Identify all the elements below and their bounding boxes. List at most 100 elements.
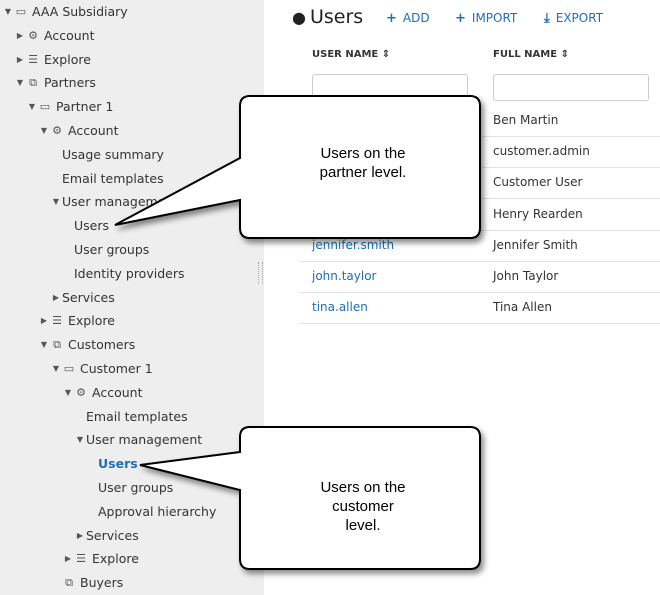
tree-item-aaa-subsidiary[interactable]: ▼▭AAA Subsidiary bbox=[2, 0, 128, 24]
tree-item-customers[interactable]: ▼⧉Customers bbox=[38, 333, 135, 357]
tree-item-explore[interactable]: ▶ ☰ Explore bbox=[14, 48, 91, 72]
tree-item-user-management[interactable]: ▼User management bbox=[74, 428, 202, 452]
table-row: john.taylor John Taylor bbox=[300, 261, 660, 293]
tree-item-label: Account bbox=[92, 384, 143, 400]
plus-icon: + bbox=[455, 11, 466, 26]
full-name-cell: Jennifer Smith bbox=[493, 237, 578, 252]
caret-right-icon[interactable]: ▶ bbox=[76, 530, 84, 540]
full-name-filter-input[interactable] bbox=[493, 74, 649, 101]
tree-item-label: Customer 1 bbox=[80, 361, 153, 376]
tree-item-label: User groups bbox=[98, 480, 174, 495]
tree-item-label: Services bbox=[86, 527, 139, 543]
tree-item-label: Usage summary bbox=[62, 146, 164, 162]
plus-icon: + bbox=[386, 11, 397, 26]
tree-item-label: Partner 1 bbox=[56, 99, 114, 115]
list-icon: ☰ bbox=[28, 52, 38, 66]
caret-down-icon[interactable]: ▼ bbox=[52, 364, 60, 373]
tree-item-user-groups[interactable]: User groups bbox=[98, 476, 173, 500]
tree-item-usage-summary[interactable]: Usage summary bbox=[62, 143, 164, 167]
caret-down-icon[interactable]: ▼ bbox=[16, 78, 24, 88]
caret-down-icon[interactable]: ▼ bbox=[28, 102, 36, 112]
callout-customer bbox=[139, 426, 481, 570]
full-name-cell: customer.admin bbox=[493, 144, 590, 159]
tree-item-identity-providers[interactable]: Identity providers bbox=[74, 262, 184, 286]
page-title: ●Users bbox=[292, 6, 364, 28]
tree-item-label: Customers bbox=[68, 337, 136, 353]
sidebar-resize-handle[interactable] bbox=[258, 262, 263, 284]
tree-item-partner-1[interactable]: ▼▭ Partner 1 bbox=[26, 95, 113, 119]
column-header-user-name[interactable]: USER NAME ⇕ bbox=[312, 49, 391, 60]
caret-down-icon[interactable]: ▼ bbox=[52, 197, 60, 207]
table-row: jennifer.smith Jennifer Smith bbox=[300, 230, 660, 262]
full-name-cell: Ben Martin bbox=[493, 113, 559, 127]
tree-item-label: User management bbox=[86, 432, 203, 448]
tree-item-label: Email templates bbox=[86, 408, 188, 424]
window-icon: ▭ bbox=[63, 362, 75, 375]
tree-item-partners[interactable]: ▼⧉Partners bbox=[14, 71, 96, 95]
callout-partner bbox=[114, 95, 481, 239]
user-icon: ● bbox=[292, 7, 306, 27]
add-button[interactable]: +ADD bbox=[386, 11, 430, 26]
tree-item-services[interactable]: ▶Services bbox=[50, 286, 115, 310]
tree-item-users[interactable]: Users bbox=[74, 214, 109, 238]
sort-icon: ⇕ bbox=[560, 49, 569, 60]
tree-item-label: Account bbox=[44, 27, 95, 43]
caret-down-icon[interactable]: ▼ bbox=[40, 126, 48, 135]
users-panel: ●Users +ADD +IMPORT ⤓EXPORT USER NAME ⇕ … bbox=[264, 0, 660, 595]
caret-down-icon[interactable]: ▼ bbox=[40, 340, 48, 350]
caret-right-icon[interactable]: ▶ bbox=[40, 316, 48, 326]
tree-item-user-groups[interactable]: User groups bbox=[74, 238, 149, 262]
tree-item-email-templates[interactable]: Email templates bbox=[86, 405, 188, 429]
tree-item-label: Services bbox=[62, 289, 115, 305]
table-row: tina.allen Tina Allen bbox=[300, 292, 660, 325]
tree-item-explore[interactable]: ▶☰Explore bbox=[62, 547, 139, 571]
user-name-link[interactable]: john.taylor bbox=[312, 269, 377, 283]
tree-item-label: Explore bbox=[68, 313, 115, 329]
caret-right-icon[interactable]: ▶ bbox=[52, 292, 60, 302]
caret-right-icon[interactable]: ▶ bbox=[16, 30, 24, 40]
tree-item-label: Identity providers bbox=[74, 265, 185, 281]
navigation-tree: ▼▭AAA Subsidiary▶⚙Account▶☰Explore▼⧉Part… bbox=[0, 0, 264, 595]
caret-down-icon[interactable]: ▼ bbox=[76, 435, 84, 445]
caret-down-icon[interactable]: ▼ bbox=[64, 387, 72, 397]
tree-item-label: User groups bbox=[74, 242, 150, 257]
column-header-full-name[interactable]: FULL NAME ⇕ bbox=[493, 49, 569, 60]
sort-icon: ⇕ bbox=[381, 49, 391, 60]
list-icon: ☰ bbox=[76, 552, 86, 566]
tree-item-label: Users bbox=[74, 218, 110, 234]
full-name-cell: Customer User bbox=[493, 175, 583, 190]
import-button[interactable]: +IMPORT bbox=[455, 11, 518, 26]
caret-down-icon[interactable]: ▼ bbox=[4, 7, 12, 16]
tree-item-services[interactable]: ▶Services bbox=[74, 524, 139, 548]
export-button[interactable]: ⤓EXPORT bbox=[544, 11, 604, 26]
list-icon: ☰ bbox=[52, 314, 62, 328]
tree-item-email-templates[interactable]: Email templates bbox=[62, 167, 164, 191]
full-name-cell: Henry Rearden bbox=[493, 206, 583, 221]
windows-icon: ⧉ bbox=[65, 576, 73, 590]
user-name-link[interactable]: jennifer.smith bbox=[312, 237, 395, 252]
tree-item-account[interactable]: ▼ ⚙ Account bbox=[62, 381, 143, 405]
full-name-cell: John Taylor bbox=[493, 269, 559, 283]
tree-item-buyers[interactable]: ⧉ Buyers bbox=[62, 571, 123, 595]
tree-item-label: Email templates bbox=[62, 170, 164, 186]
tree-item-users[interactable]: Users bbox=[98, 452, 138, 476]
window-icon: ▭ bbox=[39, 100, 51, 114]
tree-item-label: Partners bbox=[44, 75, 96, 91]
full-name-cell: Tina Allen bbox=[493, 300, 552, 315]
user-name-link[interactable]: tina.allen bbox=[312, 300, 368, 315]
download-icon: ⤓ bbox=[544, 11, 550, 26]
caret-right-icon[interactable]: ▶ bbox=[16, 54, 24, 64]
tree-item-account[interactable]: ▶ ⚙ Account bbox=[14, 24, 95, 48]
tree-item-approval-hierarchy[interactable]: Approval hierarchy bbox=[98, 500, 216, 524]
tree-item-label: Approval hierarchy bbox=[98, 503, 217, 519]
gear-icon: ⚙ bbox=[76, 385, 86, 399]
tree-item-label: Buyers bbox=[80, 575, 124, 591]
tree-item-explore[interactable]: ▶ ☰ Explore bbox=[38, 309, 115, 333]
tree-item-label: AAA Subsidiary bbox=[32, 4, 128, 19]
gear-icon: ⚙ bbox=[28, 28, 38, 42]
caret-right-icon[interactable]: ▶ bbox=[64, 554, 72, 564]
tree-item-label: Explore bbox=[44, 51, 91, 67]
tree-item-customer-1[interactable]: ▼▭ Customer 1 bbox=[50, 357, 153, 381]
tree-item-account[interactable]: ▼⚙Account bbox=[38, 119, 119, 143]
